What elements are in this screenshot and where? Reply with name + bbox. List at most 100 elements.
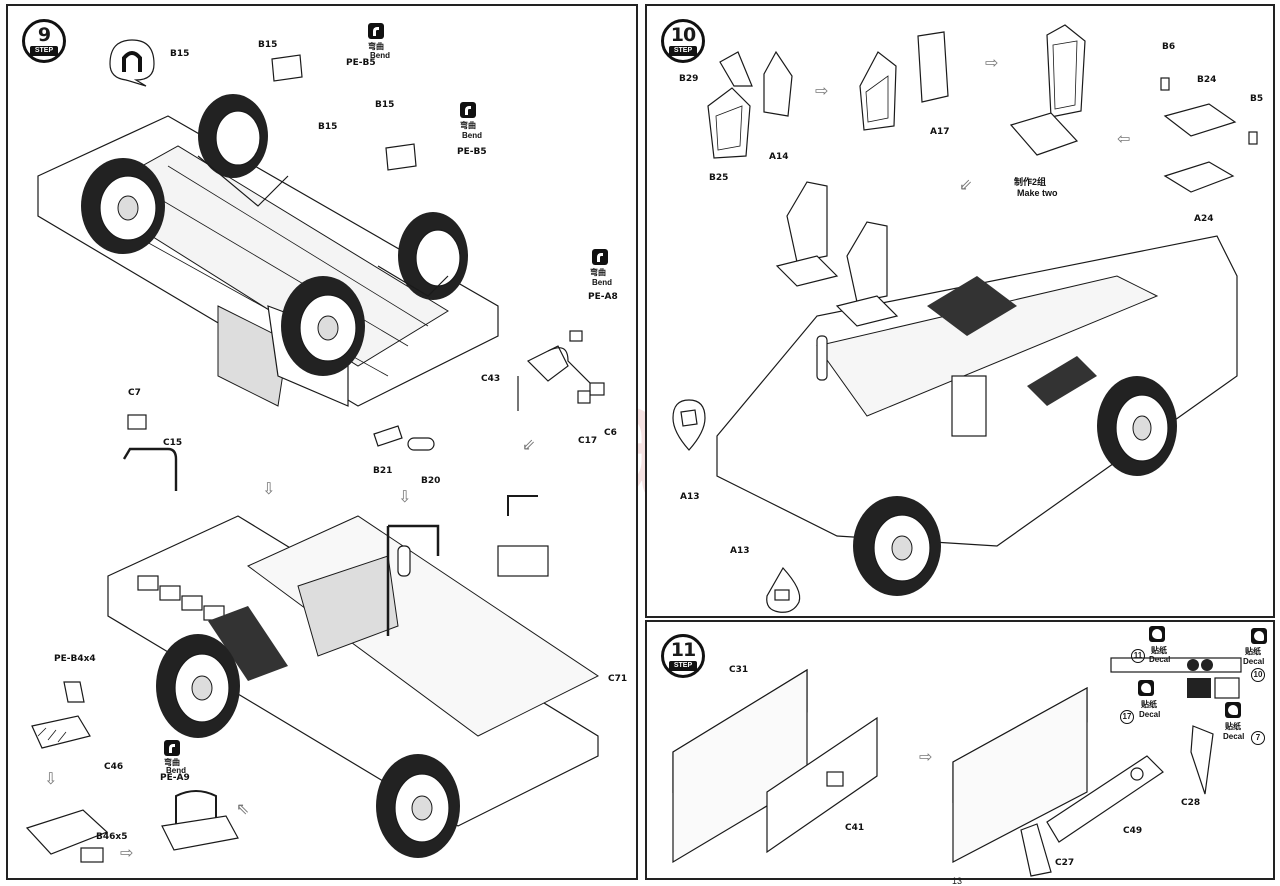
- pe-a8-part: [517, 330, 605, 411]
- label-a14: A14: [769, 152, 789, 162]
- label-a17: A17: [930, 127, 950, 137]
- label-b20: B20: [421, 476, 441, 486]
- anti-slip-plate: [208, 606, 288, 681]
- magnet-callout-icon: [109, 39, 155, 87]
- label-a24: A24: [1194, 214, 1214, 224]
- bend-icon-1: [368, 23, 384, 39]
- step-9-badge: 9 STEP: [22, 19, 66, 63]
- label-a13-2: A13: [730, 546, 750, 556]
- arrow-diag-icon: ⇖: [236, 801, 250, 818]
- bend-icon-4: [164, 740, 180, 756]
- seat-base-parts: [1160, 77, 1258, 193]
- label-c43: C43: [481, 374, 501, 384]
- make-two-en: Make two: [1017, 188, 1058, 198]
- seat-back-assembly: [859, 31, 949, 131]
- wheel-front: [853, 496, 941, 596]
- seat-parts-exploded: [707, 50, 793, 159]
- bend-cn-2: 弯曲: [460, 121, 476, 130]
- decal-en-11: Decal: [1149, 655, 1171, 664]
- step-9-number: 9: [37, 24, 51, 46]
- make-two-cn: 制作2组: [1014, 177, 1047, 187]
- label-pe-b5-2: PE-B5: [457, 147, 487, 157]
- step-9-panel: 9 STEP: [6, 4, 638, 880]
- label-b46x5: B46x5: [96, 832, 128, 842]
- decal-number-17: 17: [1120, 710, 1134, 724]
- step-10-badge: 10 STEP: [661, 19, 705, 63]
- label-c46: C46: [104, 762, 124, 772]
- label-b15-1: B15: [170, 49, 190, 59]
- step-11-panel: 11 STEP C31 C41 C49 C28 C27 11 贴纸 Decal …: [645, 620, 1275, 880]
- label-c41: C41: [845, 823, 865, 833]
- decal-number-11: 11: [1131, 649, 1145, 663]
- door-panels-exploded: [672, 668, 878, 864]
- step-10-label: STEP: [669, 46, 697, 56]
- decal-number-10: 10: [1251, 668, 1265, 682]
- decal-en-10: Decal: [1243, 657, 1265, 666]
- label-c7: C7: [128, 388, 141, 398]
- step-11-badge: 11 STEP: [661, 634, 705, 678]
- bend-cn-4: 弯曲: [164, 758, 180, 767]
- step-10-panel: 10 STEP B29 A14 B25 A17 B6 B24 B5 A24 A1…: [645, 4, 1275, 618]
- arrow-diag-icon: ⇙: [959, 177, 973, 194]
- label-a13-1: A13: [680, 492, 700, 502]
- vehicle-interior-drawing: [716, 181, 1238, 596]
- hull-assembly-drawing: [107, 495, 599, 858]
- label-c28: C28: [1181, 798, 1201, 808]
- pe-b5-plate-mid: [385, 143, 417, 171]
- label-b15-3: B15: [318, 122, 338, 132]
- c27-part: [1020, 823, 1052, 877]
- label-c15: C15: [163, 438, 183, 448]
- label-c6: C6: [604, 428, 617, 438]
- label-c49: C49: [1123, 826, 1143, 836]
- bend-en-1: Bend: [370, 51, 390, 60]
- c28-part: [1190, 725, 1214, 795]
- arrow-down-icon: ⇩: [44, 771, 58, 788]
- bend-icon-3: [592, 249, 608, 265]
- wheel-rear: [1097, 376, 1177, 476]
- decal-sheet: [1110, 657, 1242, 699]
- anti-slip-plate: [927, 276, 1097, 406]
- part-b21-b20: [373, 425, 435, 451]
- arrow-right-icon: ⇨: [985, 55, 999, 72]
- decal-en-7: Decal: [1223, 732, 1245, 741]
- wheel-right-lower: [376, 754, 460, 858]
- label-pe-a8: PE-A8: [588, 292, 618, 302]
- decal-en-17: Decal: [1139, 710, 1161, 719]
- callout-bubble-icon: [672, 399, 706, 451]
- arrow-down-icon: ⇩: [398, 489, 412, 506]
- part-c7-c15: [122, 414, 178, 491]
- decal-icon-7: [1225, 702, 1241, 718]
- label-b15-2: B15: [258, 40, 278, 50]
- label-c27: C27: [1055, 858, 1075, 868]
- label-b29: B29: [679, 74, 699, 84]
- label-c31: C31: [729, 665, 749, 675]
- label-b6: B6: [1162, 42, 1176, 52]
- seat-passenger: [835, 221, 899, 327]
- label-pe-b5-1: PE-B5: [346, 58, 376, 68]
- chassis-underside-drawing: [37, 94, 499, 407]
- wheel-left-lower: [156, 634, 240, 738]
- door-assembly: [952, 686, 1164, 863]
- decal-icon-11: [1149, 626, 1165, 642]
- wheel-front-right: [198, 94, 268, 178]
- arrow-right-icon: ⇨: [919, 749, 933, 766]
- label-c17: C17: [578, 436, 598, 446]
- part-b46x5-rack: [25, 809, 109, 863]
- decal-number-7: 7: [1251, 731, 1265, 745]
- label-b15-4: B15: [375, 100, 395, 110]
- bend-icon-2: [460, 102, 476, 118]
- seat-driver: [775, 181, 839, 287]
- arrow-diag-icon: ⇙: [522, 437, 536, 454]
- decal-cn-7: 贴纸: [1225, 722, 1241, 731]
- decal-cn-11: 贴纸: [1151, 646, 1167, 655]
- callout-bubble-icon: [766, 566, 801, 613]
- pe-a9-rack: [161, 790, 239, 851]
- step-9-label: STEP: [30, 46, 58, 56]
- arrow-left-icon: ⇦: [1117, 131, 1131, 148]
- arrow-right-icon: ⇨: [120, 845, 134, 862]
- label-pe-b4x4: PE-B4x4: [54, 654, 96, 664]
- arrow-right-icon: ⇨: [815, 83, 829, 100]
- page-number: 13: [952, 876, 963, 886]
- label-c71: C71: [608, 674, 628, 684]
- decal-icon-10: [1251, 628, 1267, 644]
